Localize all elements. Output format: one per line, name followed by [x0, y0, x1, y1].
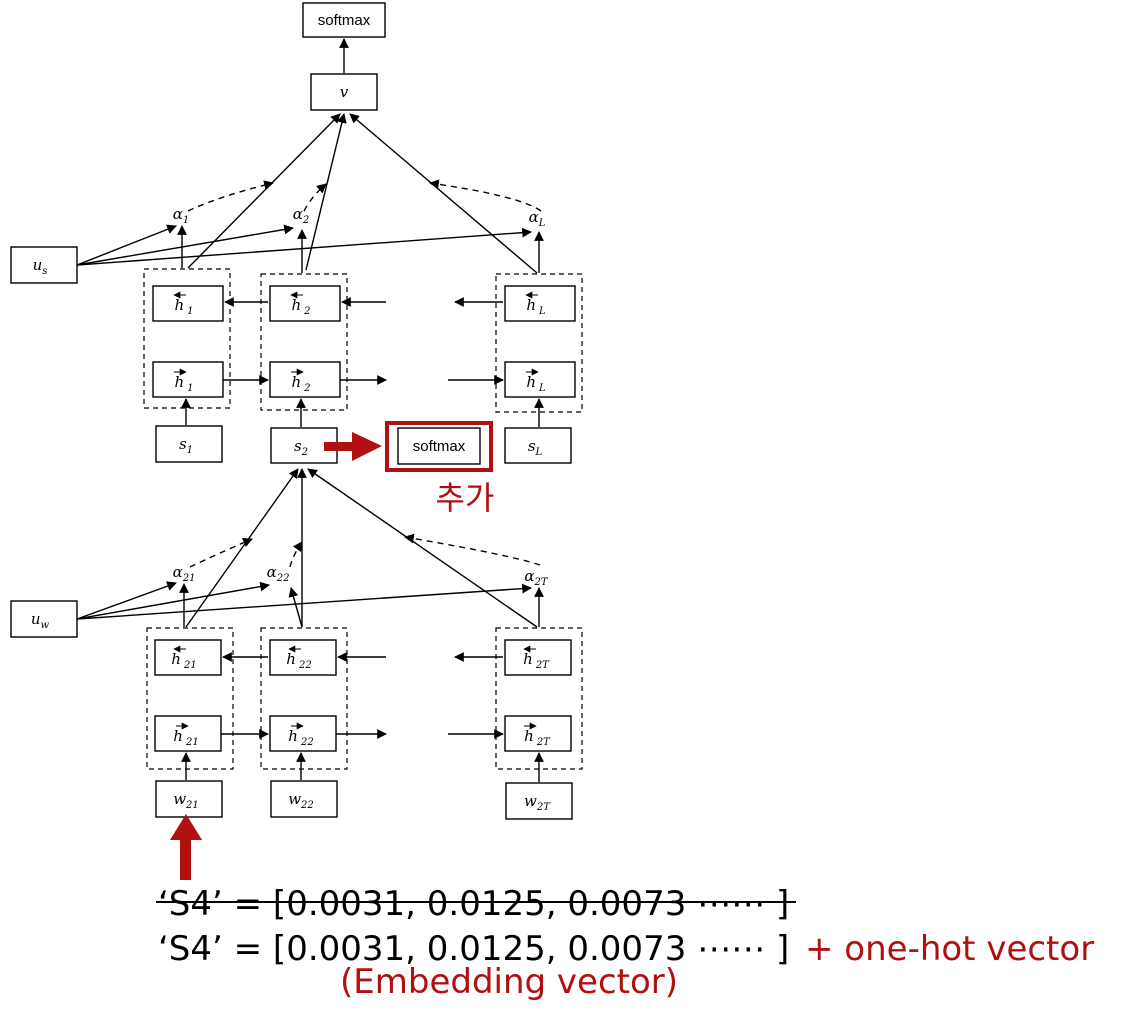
added-softmax-label: softmax	[413, 438, 466, 455]
input-pointer-arrow	[170, 814, 202, 880]
sL-label: sL	[528, 437, 543, 458]
added-caption: 추가	[436, 479, 495, 517]
sentence-softmax-label: softmax	[318, 12, 371, 29]
word-input-w2T: w2T	[505, 782, 573, 820]
w22-label: w22	[288, 790, 314, 811]
uw-node: uw	[10, 600, 78, 638]
sentence-input-s1: s1	[155, 425, 223, 463]
word-edges	[76, 468, 544, 782]
sentence-col-L-group	[495, 273, 583, 413]
alpha-21-label: α21	[173, 563, 196, 584]
added-softmax-node: softmax	[385, 421, 493, 472]
uw-label: uw	[31, 610, 50, 631]
alpha-L-label: αL	[529, 208, 546, 229]
s2-label: s2	[294, 437, 308, 458]
sentence-edges	[76, 113, 544, 427]
annotation-line2: ‘S4’ = [0.0031, 0.0125, 0.0073 ⋯⋯ ]	[158, 929, 789, 969]
sentence-col-1-group	[143, 268, 231, 409]
annotation-embedding: (Embedding vector)	[340, 962, 678, 1002]
sentence-softmax-node: softmax	[302, 2, 386, 38]
alpha-2T-label: α2T	[524, 567, 549, 588]
alpha-2-label: α2	[293, 205, 310, 226]
word-col-2-group	[260, 627, 348, 770]
sentence-input-sL: sL	[504, 427, 572, 464]
alpha-22-label: α22	[267, 563, 290, 584]
annotation-one-hot: + one-hot vector	[805, 929, 1094, 969]
added-arrow	[324, 432, 382, 461]
w2T-label: w2T	[524, 792, 551, 813]
us-node: us	[10, 246, 78, 284]
s1-label: s1	[179, 435, 193, 456]
sentence-col-2-group	[260, 273, 348, 411]
w21-label: w21	[173, 790, 199, 811]
word-col-1-group	[146, 627, 234, 770]
us-label: us	[33, 256, 48, 277]
word-input-w21: w21	[155, 780, 223, 818]
sentence-vector-node: v	[310, 73, 378, 111]
alpha-1-label: α1	[173, 205, 190, 226]
annotation-line1: ‘S4’ = [0.0031, 0.0125, 0.0073 ⋯⋯ ]	[158, 884, 789, 924]
word-input-w22: w22	[270, 780, 338, 818]
v-label: v	[340, 83, 349, 101]
